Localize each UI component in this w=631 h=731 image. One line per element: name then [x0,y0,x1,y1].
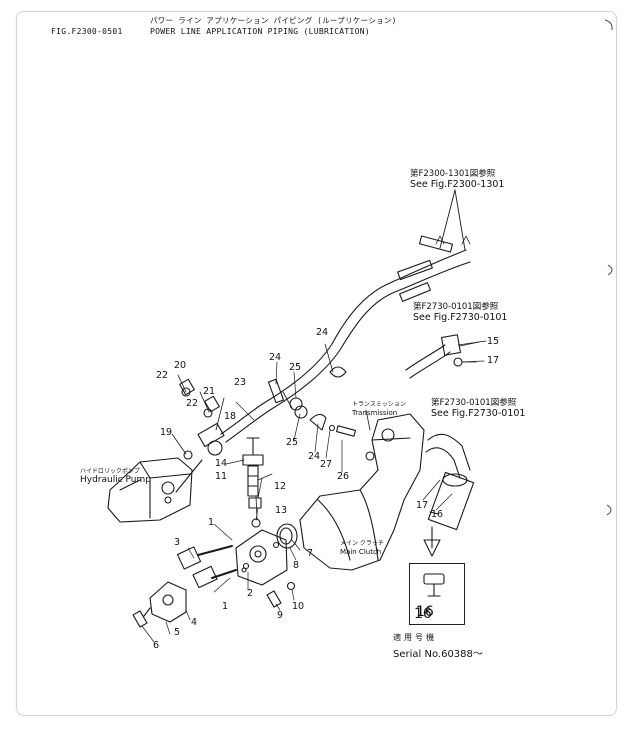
hose-clamp [329,366,347,378]
callout-20: 20 [174,360,187,371]
pin-2 [241,567,247,573]
callout-14: 14 [215,458,228,469]
callout-7: 7 [307,548,314,559]
reference-jp: 第F2730-0101図参照 [413,302,499,312]
reference-f2300-1301: 第F2300-1301図参照 See Fig.F2300-1301 [410,167,504,190]
bolt-9 [266,590,282,608]
reference-jp: 第F2730-0101図参照 [431,398,517,408]
callout-13: 13 [275,505,288,516]
callout-22-a: 22 [156,370,169,381]
callout-25-b: 25 [286,437,299,448]
lubrication-hose-main [220,249,471,443]
callout-15: 15 [487,336,500,347]
callout-24-c: 24 [308,451,321,462]
callout-24-a: 24 [269,352,282,363]
elbow-upper-a [418,235,454,253]
binder-punch-mark [606,504,612,516]
o-ring-8 [279,527,293,545]
callout-1-a: 1 [208,517,215,528]
callout-1-b: 1 [222,601,229,612]
callout-24-b: 24 [316,327,329,338]
label-main-clutch: メイン クラッチ Main Clutch [340,538,384,557]
binder-punch-mark [607,264,613,276]
callout-25-a: 25 [289,362,302,373]
detail-fitting [423,573,445,597]
elbow-upper-b [397,259,433,281]
callout-19: 19 [160,427,173,438]
figure-id: FIG.F2300-0501 [51,27,123,36]
pump-fitting-assembly [171,374,225,460]
washer-10 [286,581,296,591]
transmission-return-hose [405,334,487,379]
callout-23: 23 [234,377,247,388]
serial-en: Serial No.60388～ [393,649,483,660]
coupler-parts [132,545,237,628]
callout-5: 5 [174,627,181,638]
o-ring-7 [276,523,298,549]
callout-10: 10 [292,601,305,612]
filter-housing [425,433,475,531]
callout-17-b: 17 [416,500,429,511]
callout-6: 6 [153,640,160,651]
callout-18: 18 [224,411,237,422]
transmission-housing [299,409,425,571]
callout-11: 11 [215,471,228,482]
reference-jp: 第F2300-1301図参照 [410,169,496,179]
callout-16: 16 [431,509,444,520]
serial-jp: 適用号機 [393,633,437,642]
label-transmission: トランスミッション Transmission [352,399,406,418]
callout-4: 4 [191,617,198,628]
callout-17-a: 17 [487,355,500,366]
hydraulic-pump-body [107,457,203,523]
callout-12: 12 [274,481,287,492]
title-english: POWER LINE APPLICATION PIPING (LUBRICATI… [150,27,371,36]
vertical-fitting-stack [242,437,264,528]
detail-arrow [423,526,441,557]
callout-3: 3 [174,537,181,548]
callout-26: 26 [337,471,350,482]
binder-punch-mark [604,19,613,31]
label-en: Transmission [352,409,398,417]
label-jp: メイン クラッチ [340,540,384,547]
clamp-set [267,378,357,437]
reference-en: See Fig.F2300-1301 [410,179,505,190]
callout-8: 8 [293,560,300,571]
callout-27: 27 [320,459,333,470]
reference-en: See Fig.F2730-0101 [413,312,508,323]
detail-part-number: 16 [416,604,434,620]
serial-note: 適用号機 Serial No.60388～ [393,632,483,660]
label-hydraulic-pump: ハイドロリックポンプ Hydraulic Pump [80,466,151,485]
callout-2: 2 [247,588,254,599]
elbow-upper-c [399,282,431,302]
callout-22-b: 22 [186,398,199,409]
reference-en: See Fig.F2730-0101 [431,408,526,419]
flange-block [235,529,288,586]
detail-box: 16 [409,563,465,625]
label-en: Main Clutch [340,548,382,556]
label-en: Hydraulic Pump [80,475,151,485]
reference-f2730-0101-b: 第F2730-0101図参照 See Fig.F2730-0101 [431,396,525,419]
label-jp: ハイドロリックポンプ [80,468,140,475]
callout-21: 21 [203,386,216,397]
callout-16-detail: 16 [414,606,432,622]
title-japanese: パワー ライン アプリケーション パイピング (ループリケーション) [150,16,397,25]
reference-f2730-0101-a: 第F2730-0101図参照 See Fig.F2730-0101 [413,300,507,323]
callout-9: 9 [277,610,284,621]
label-jp: トランスミッション [352,401,406,408]
